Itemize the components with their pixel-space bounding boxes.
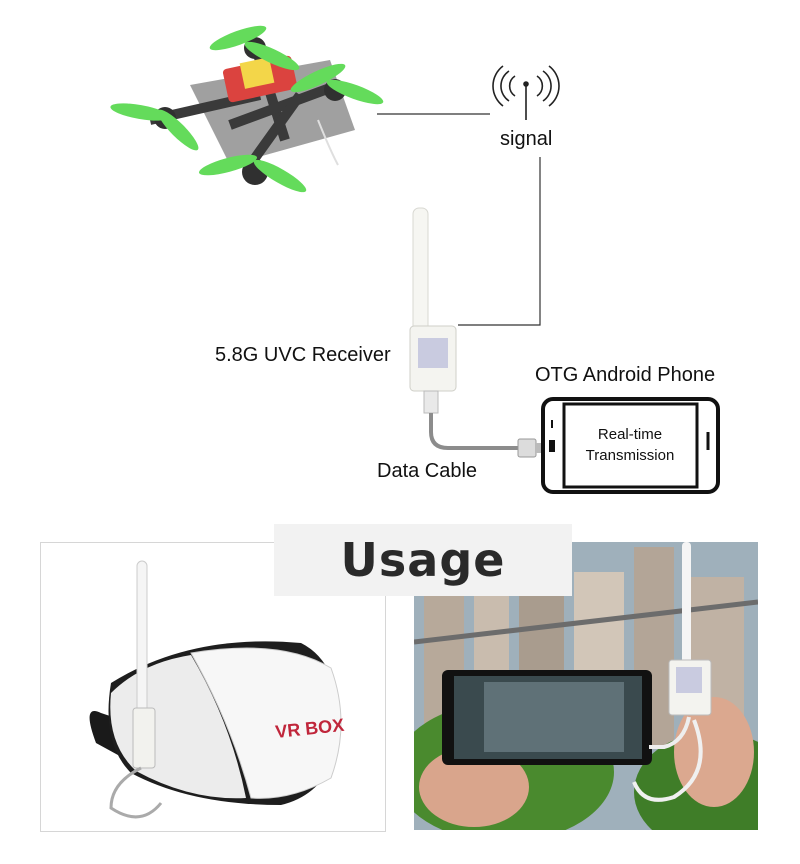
cable-label: Data Cable <box>377 460 478 482</box>
android-phone: Real-time Transmission <box>541 397 720 494</box>
antenna-signal-icon <box>492 65 560 120</box>
screen-text-line1: Real-time <box>598 426 662 443</box>
phone-demo-photo <box>414 542 758 830</box>
diagram-canvas: Real-time Transmission <box>110 25 720 494</box>
receiver-label: 5.8G UVC Receiver <box>215 344 391 366</box>
usage-banner: Usage <box>274 524 572 596</box>
signal-label: signal <box>500 128 553 150</box>
uvc-receiver <box>409 207 457 414</box>
drone <box>110 25 384 193</box>
screen-text-line2: Transmission <box>586 447 675 464</box>
phone-label: OTG Android Phone <box>535 364 716 386</box>
usage-title: Usage <box>340 533 506 587</box>
data-cable <box>429 413 544 458</box>
vr-headset-photo: VR BOX <box>40 542 386 832</box>
